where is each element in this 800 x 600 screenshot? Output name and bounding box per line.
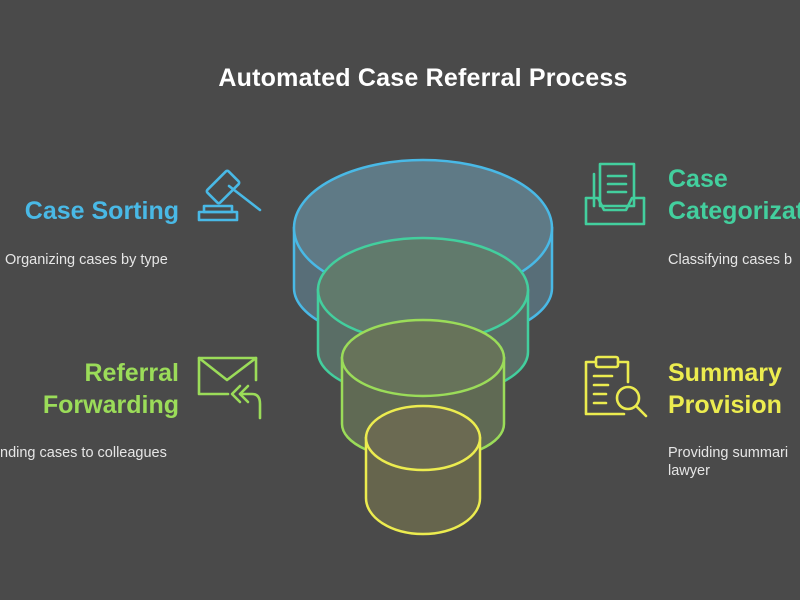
diagram-title: Automated Case Referral Process — [218, 64, 628, 92]
case-categorization-description: Classifying cases b — [668, 252, 793, 268]
referral-forwarding-label-line1: Referral — [84, 359, 180, 387]
case-categorization-label-line2: Categorizat — [668, 197, 800, 225]
envelope-reply-icon — [197, 356, 262, 420]
summary-provision-description-line1: Providing summari — [668, 445, 789, 461]
summary-provision-label-line1: Summary — [668, 359, 782, 387]
inbox-tray-icon — [584, 162, 646, 226]
clipboard-search-icon — [584, 355, 648, 418]
referral-forwarding-description: nding cases to colleagues — [0, 445, 167, 461]
case-sorting-label: Case Sorting — [24, 197, 179, 225]
summary-provision-label-line2: Provision — [668, 391, 782, 419]
case-sorting-description: Organizing cases by type — [5, 252, 168, 268]
summary-provision-description-line2: lawyer — [668, 463, 710, 479]
funnel-tier-summary-provision — [364, 404, 482, 536]
referral-forwarding-label-line2: Forwarding — [42, 391, 179, 419]
case-categorization-label-line1: Case — [668, 165, 728, 193]
gavel-icon — [197, 169, 262, 222]
